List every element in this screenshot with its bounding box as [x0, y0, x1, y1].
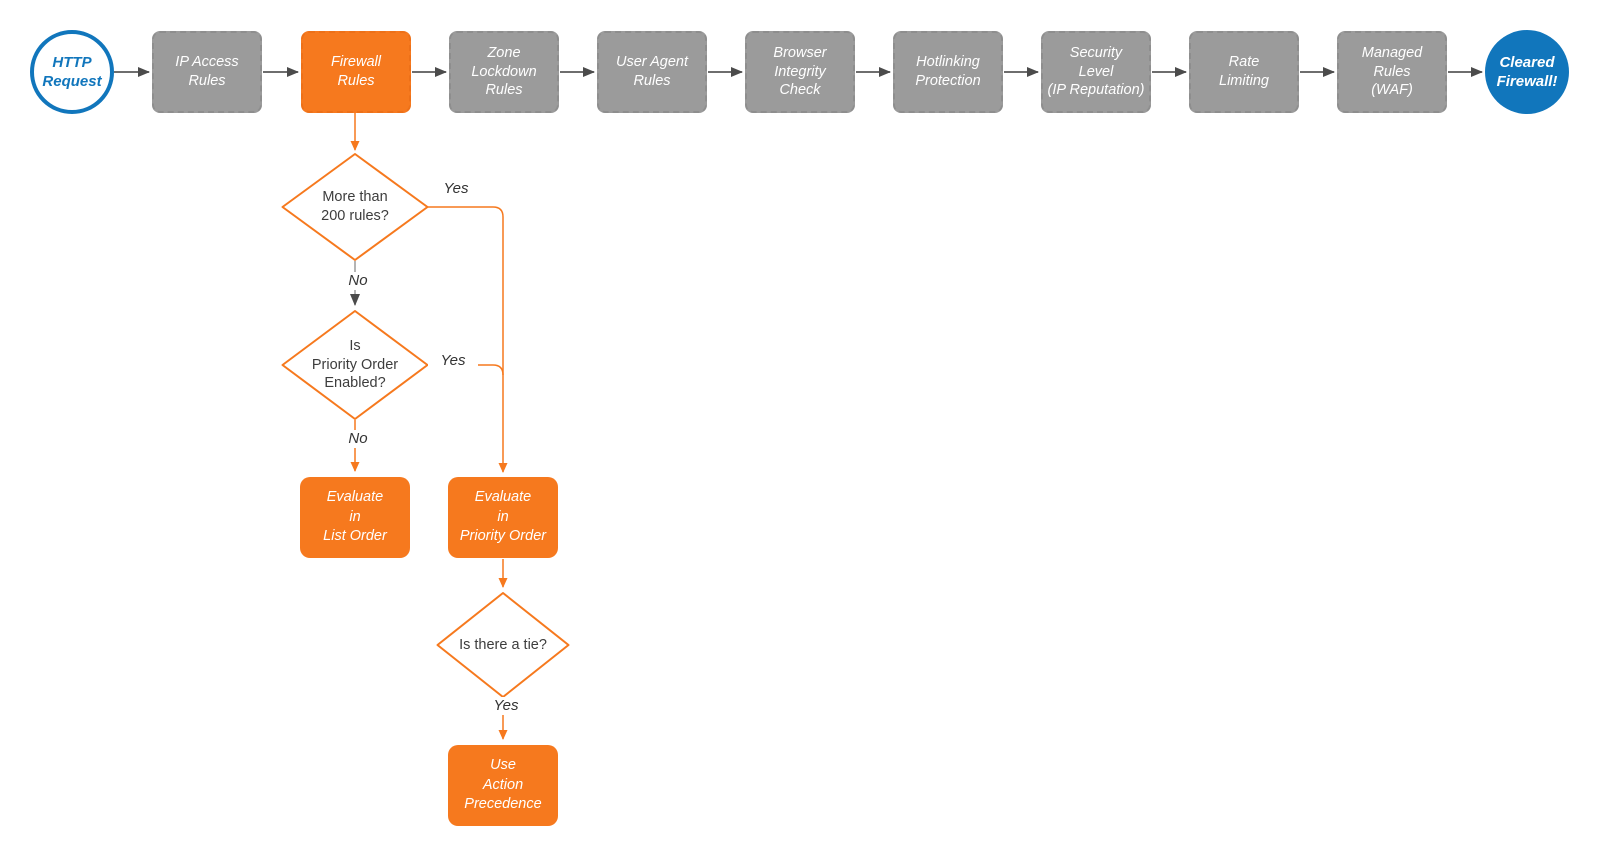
node-zone-lockdown-rules: Zone Lockdown Rules: [449, 31, 559, 113]
label-tie-yes: Yes: [483, 697, 529, 715]
decision-is-there-a-tie-label: Is there a tie?: [459, 636, 547, 653]
edge-more-rules-yes: [427, 206, 508, 473]
edge-priority-enabled-yes: [427, 364, 504, 376]
label-priority-enabled-no: No: [337, 430, 379, 448]
label-more-rules-no: No: [337, 272, 379, 290]
action-use-action-precedence: Use Action Precedence: [448, 745, 558, 826]
node-rate-limiting: Rate Limiting: [1189, 31, 1299, 113]
decision-more-than-200-rules-shape: [281, 153, 429, 261]
label-priority-enabled-yes: Yes: [428, 352, 478, 370]
node-browser-integrity-check: Browser Integrity Check: [745, 31, 855, 113]
node-security-level-ip-reputation: Security Level (IP Reputation): [1041, 31, 1151, 113]
decision-priority-order-enabled-label: Is Priority Order Enabled?: [311, 337, 399, 392]
node-user-agent-rules: User Agent Rules: [597, 31, 707, 113]
action-evaluate-in-priority-order: Evaluate in Priority Order: [448, 477, 558, 558]
label-more-rules-yes: Yes: [433, 180, 479, 198]
node-http-request: HTTP Request: [30, 30, 114, 114]
node-firewall-rules: Firewall Rules: [301, 31, 411, 113]
decision-more-than-200-rules-label: More than 200 rules?: [321, 189, 389, 224]
node-managed-rules-waf: Managed Rules (WAF): [1337, 31, 1447, 113]
node-ip-access-rules: IP Access Rules: [152, 31, 262, 113]
node-hotlinking-protection: Hotlinking Protection: [893, 31, 1003, 113]
decision-priority-order-enabled-shape: [281, 310, 429, 420]
node-cleared-firewall: Cleared Firewall!: [1485, 30, 1569, 114]
action-evaluate-in-list-order: Evaluate in List Order: [300, 477, 410, 558]
